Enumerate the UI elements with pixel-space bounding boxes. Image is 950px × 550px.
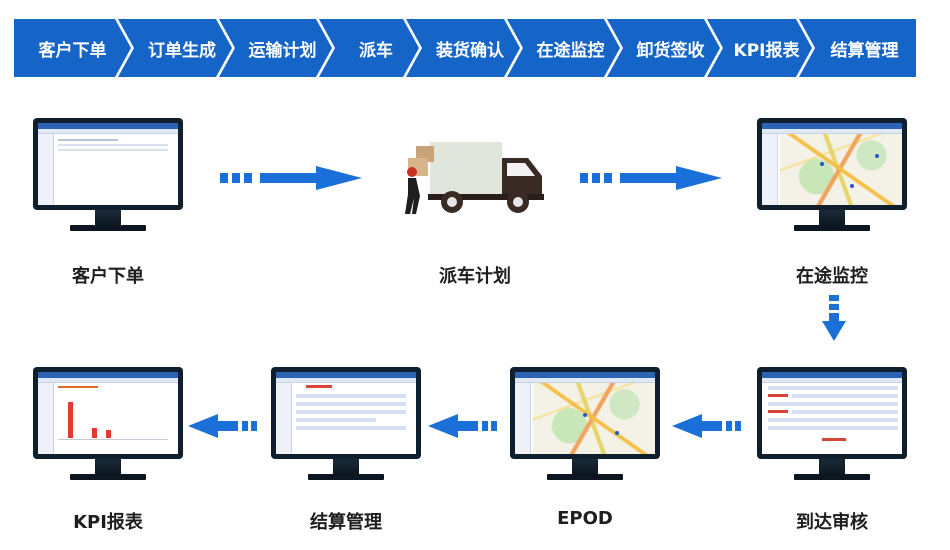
delivery-truck-icon: [402, 136, 550, 222]
dashed-arrow-left-icon: [672, 414, 742, 438]
map-screen: [762, 123, 902, 205]
route-map: [780, 134, 902, 205]
process-step-label: 在途监控: [536, 40, 605, 61]
process-step-order-generation: 订单生成: [118, 19, 232, 77]
dashed-arrow-down-icon: [822, 295, 846, 341]
monitor-neck: [95, 210, 121, 226]
monitor-in-transit: [757, 118, 907, 234]
monitor-icon: [510, 367, 660, 459]
step-label-dispatch-plan: 派车计划: [439, 266, 511, 287]
dashed-arrow-left-icon: [188, 414, 258, 438]
process-bar: 客户下单 订单生成 运输计划 派车 装货确认 在途监控 卸货签收 KPI报表 结…: [14, 19, 944, 77]
process-step-label: 运输计划: [248, 40, 317, 61]
monitor-neck: [572, 459, 598, 475]
monitor-settlement: [271, 367, 421, 483]
monitor-base: [794, 225, 870, 231]
step-label-customer-order: 客户下单: [72, 266, 144, 287]
monitor-kpi-report: [33, 367, 183, 483]
monitor-base: [794, 474, 870, 480]
step-label-settlement: 结算管理: [310, 512, 382, 533]
monitor-base: [547, 474, 623, 480]
monitor-customer-order: [33, 118, 183, 234]
process-step-label: 结算管理: [830, 40, 899, 61]
process-step-loading-confirm: 装货确认: [406, 19, 520, 77]
kpi-bar: [68, 402, 73, 438]
process-step-transport-plan: 运输计划: [219, 19, 332, 77]
step-label-in-transit: 在途监控: [796, 266, 868, 287]
process-step-label: 派车: [359, 40, 393, 61]
process-step-unload-signoff: 卸货签收: [607, 19, 720, 77]
process-step-label: 卸货签收: [636, 40, 705, 61]
kpi-bar: [92, 428, 97, 438]
process-step-in-transit-monitor: 在途监控: [507, 19, 620, 77]
process-step-dispatch: 派车: [319, 19, 419, 77]
process-step-kpi-report: KPI报表: [707, 19, 812, 77]
monitor-base: [70, 474, 146, 480]
process-step-label: KPI报表: [733, 40, 800, 61]
process-step-label: 装货确认: [436, 40, 504, 61]
monitor-icon: [757, 118, 907, 210]
step-label-arrival-review: 到达审核: [796, 512, 868, 533]
dashed-arrow-left-icon: [428, 414, 498, 438]
monitor-base: [308, 474, 384, 480]
monitor-epod: [510, 367, 660, 483]
step-label-kpi-report: KPI报表: [73, 512, 143, 533]
kpi-chart-screen: [38, 372, 178, 454]
monitor-base: [70, 225, 146, 231]
dashed-arrow-right-icon: [220, 166, 362, 190]
monitor-neck: [819, 459, 845, 475]
arrival-review-screen: [762, 372, 902, 454]
monitor-neck: [95, 459, 121, 475]
route-map: [533, 383, 655, 454]
monitor-icon: [33, 367, 183, 459]
monitor-neck: [333, 459, 359, 475]
process-step-settlement: 结算管理: [799, 19, 916, 77]
monitor-icon: [33, 118, 183, 210]
process-step-label: 订单生成: [148, 40, 216, 61]
order-form-screen: [38, 123, 178, 205]
monitor-arrival-review: [757, 367, 907, 483]
kpi-bar: [106, 430, 111, 438]
settlement-form-screen: [276, 372, 416, 454]
process-step-customer-order: 客户下单: [14, 19, 131, 77]
step-label-epod: EPOD: [557, 508, 613, 529]
epod-map-screen: [515, 372, 655, 454]
dashed-arrow-right-icon: [580, 166, 722, 190]
monitor-neck: [819, 210, 845, 226]
monitor-icon: [271, 367, 421, 459]
monitor-icon: [757, 367, 907, 459]
process-step-label: 客户下单: [38, 40, 107, 61]
